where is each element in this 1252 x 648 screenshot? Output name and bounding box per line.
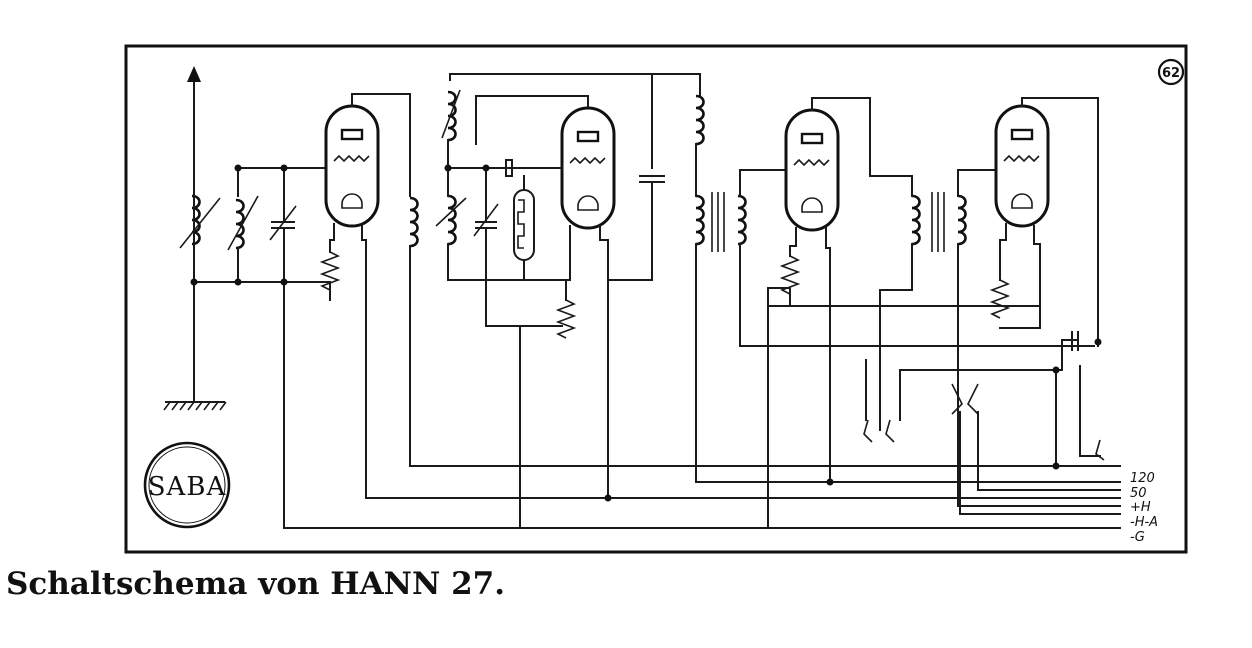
- vacuum-tube-icon: [784, 108, 840, 232]
- coil-icon: [179, 194, 259, 251]
- page-number: 62: [1162, 66, 1180, 81]
- page-number-badge: 62: [1157, 58, 1185, 86]
- saba-logo: SABA: [143, 441, 231, 529]
- terminal-labels: 120 50 +H -H-A -G: [1130, 471, 1158, 545]
- terminal-50: 50: [1130, 486, 1147, 501]
- diagram-caption: Schaltschema von HANN 27.: [6, 566, 506, 602]
- terminal-minus-g: -G: [1130, 530, 1145, 545]
- vacuum-tube-icon: [560, 106, 616, 230]
- logo-text: SABA: [148, 472, 227, 502]
- diagram-frame: [124, 44, 1188, 554]
- transformer-icon: [694, 192, 747, 252]
- vacuum-tube-icon: [994, 104, 1050, 228]
- ground-icon: [163, 401, 227, 411]
- vacuum-tube-icon: [324, 104, 380, 228]
- transformer-icon: [910, 192, 967, 252]
- terminal-120: 120: [1130, 471, 1155, 486]
- terminal-plus-h: +H: [1130, 500, 1151, 515]
- terminal-minus-h-a: -H-A: [1130, 515, 1158, 530]
